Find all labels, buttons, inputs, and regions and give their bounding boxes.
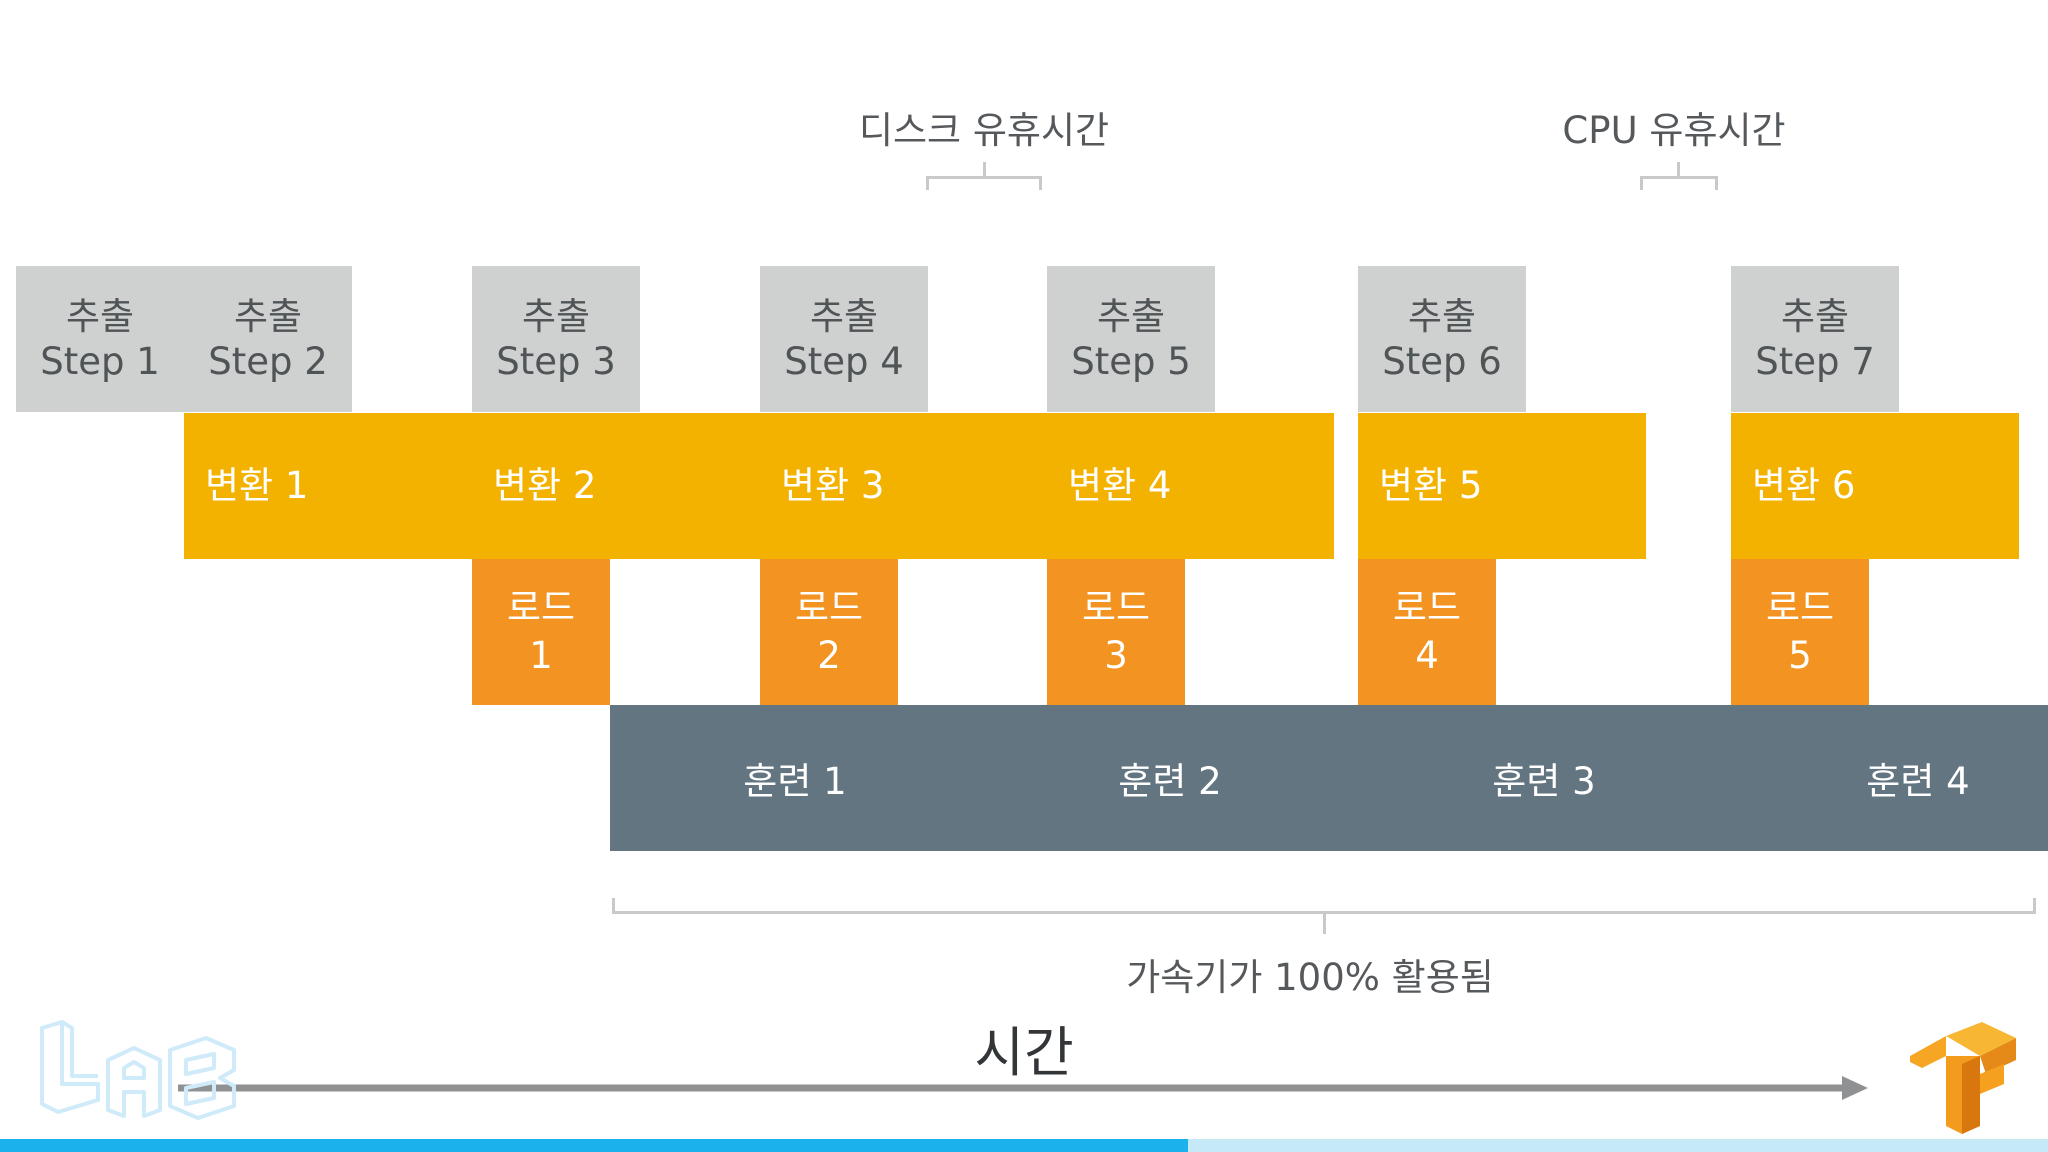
extract-label: 추출 [233, 294, 303, 338]
load-step-4: 로드 4 [1358, 559, 1496, 705]
time-label: 시간 [974, 1021, 1074, 1084]
progress-track [0, 1139, 2048, 1152]
load-step-2: 로드 2 [760, 559, 898, 705]
cpu-idle-bracket [1640, 176, 1718, 190]
transform-band-1-4: 변환 1 변환 2 변환 3 변환 4 [184, 413, 1334, 559]
extract-step-label: Step 5 [1071, 340, 1191, 383]
extract-step-label: Step 3 [496, 340, 616, 383]
load-step-number: 1 [529, 634, 553, 677]
extract-step-6: 추출 Step 6 [1358, 266, 1526, 412]
extract-step-label: Step 2 [208, 340, 328, 383]
extract-step-5: 추출 Step 5 [1047, 266, 1215, 412]
extract-label: 추출 [1096, 294, 1166, 338]
transform-step-4: 변환 4 [1068, 464, 1172, 508]
load-step-number: 5 [1788, 634, 1812, 677]
transform-step-5-block: 변환 5 [1358, 413, 1646, 559]
cpu-idle-bracket-tick [1677, 162, 1680, 178]
train-band: 훈련 1 훈련 2 훈련 3 훈련 4 [610, 705, 2048, 851]
extract-step-2: 추출 Step 2 [184, 266, 352, 412]
extract-label: 추출 [521, 294, 591, 338]
load-step-number: 2 [817, 634, 841, 677]
train-step-1: 훈련 1 [743, 760, 847, 803]
extract-step-7: 추출 Step 7 [1731, 266, 1899, 412]
load-label: 로드 [1392, 585, 1462, 629]
train-step-2: 훈련 2 [1118, 760, 1222, 803]
extract-label: 추출 [1780, 294, 1850, 338]
transform-step-2: 변환 2 [493, 464, 597, 508]
extract-step-label: Step 7 [1755, 340, 1875, 383]
load-step-5: 로드 5 [1731, 559, 1869, 705]
extract-label: 추출 [1407, 294, 1477, 338]
lab-logo-icon [40, 1020, 236, 1120]
load-label: 로드 [794, 585, 864, 629]
extract-step-3: 추출 Step 3 [472, 266, 640, 412]
load-step-1: 로드 1 [472, 559, 610, 705]
transform-step-6-block: 변환 6 [1731, 413, 2019, 559]
load-step-number: 3 [1104, 634, 1128, 677]
accelerator-bracket-tick [1323, 912, 1326, 934]
progress-fill [0, 1139, 1188, 1152]
extract-step-label: Step 4 [784, 340, 904, 383]
load-step-number: 4 [1415, 634, 1439, 677]
disk-idle-bracket-tick [983, 162, 986, 178]
train-step-3: 훈련 3 [1492, 760, 1596, 803]
train-step-4: 훈련 4 [1866, 760, 1970, 803]
extract-group-1-2: 추출 Step 1 추출 Step 2 [16, 266, 352, 412]
load-step-3: 로드 3 [1047, 559, 1185, 705]
load-label: 로드 [506, 585, 576, 629]
time-arrow-icon [178, 1076, 1868, 1100]
disk-idle-label: 디스크 유휴시간 [858, 109, 1110, 152]
accelerator-label: 가속기가 100% 활용됨 [1126, 956, 1494, 999]
extract-label: 추출 [65, 294, 135, 338]
cpu-idle-label: CPU 유휴시간 [1562, 109, 1786, 152]
transform-step-3: 변환 3 [781, 464, 885, 508]
transform-step-5: 변환 5 [1379, 464, 1483, 508]
tensorflow-logo-icon [1910, 1022, 2016, 1134]
extract-label: 추출 [809, 294, 879, 338]
extract-step-label: Step 1 [40, 340, 160, 383]
extract-step-label: Step 6 [1382, 340, 1502, 383]
extract-step-1: 추출 Step 1 [16, 266, 184, 412]
load-label: 로드 [1081, 585, 1151, 629]
transform-step-1: 변환 1 [205, 464, 309, 508]
transform-step-6: 변환 6 [1752, 464, 1856, 508]
load-label: 로드 [1765, 585, 1835, 629]
extract-step-4: 추출 Step 4 [760, 266, 928, 412]
disk-idle-bracket [926, 176, 1042, 190]
